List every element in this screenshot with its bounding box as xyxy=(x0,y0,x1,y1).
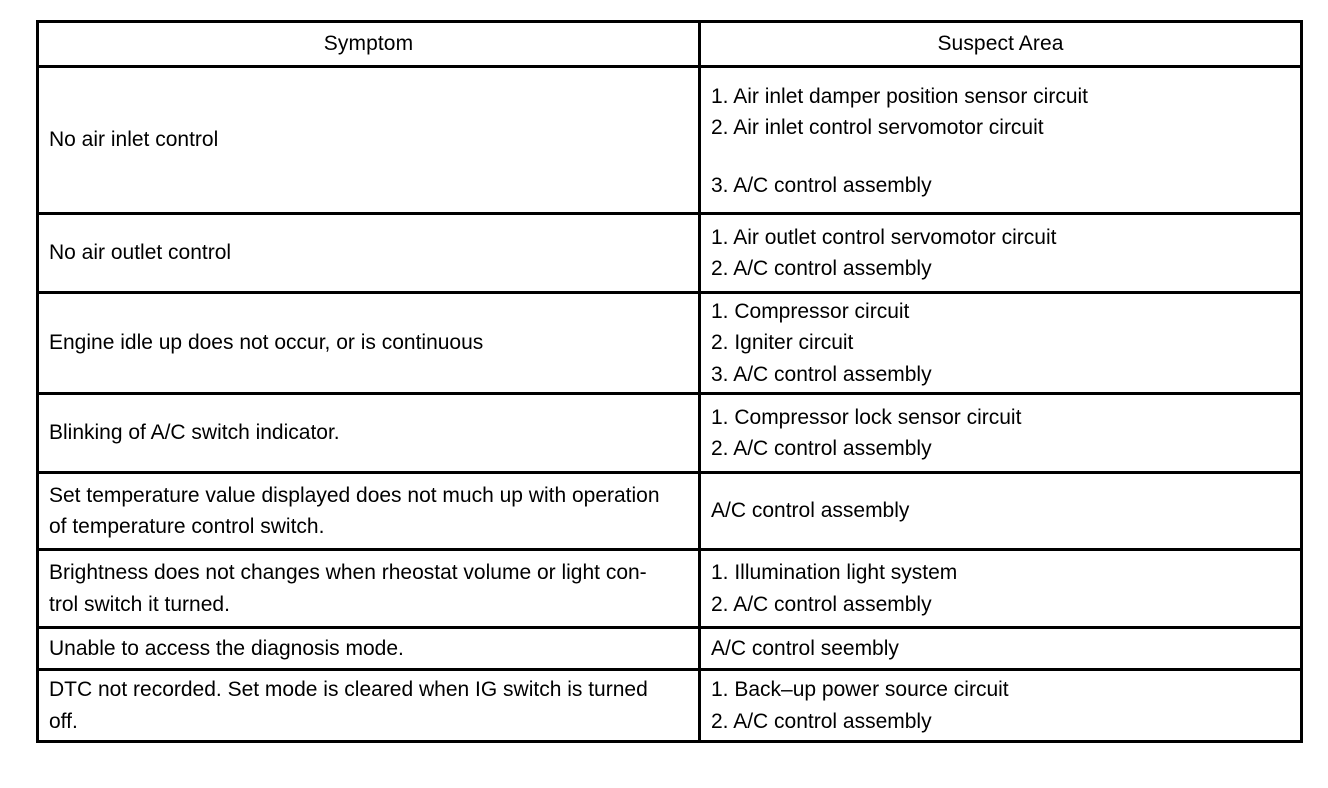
table-body: No air inlet control 1. Air inlet damper… xyxy=(36,65,1303,743)
suspect-area-list: 1. Compressor lock sensor circuit 2. A/C… xyxy=(701,402,1300,465)
cell-symptom: Engine idle up does not occur, or is con… xyxy=(36,291,701,395)
table-row: Set temperature value displayed does not… xyxy=(36,471,1303,551)
suspect-area-list: 1. Air outlet control servomotor circuit… xyxy=(701,222,1300,285)
suspect-area-item: A/C control seembly xyxy=(711,636,899,660)
cell-symptom: Blinking of A/C switch indicator. xyxy=(36,392,701,474)
cell-symptom: No air outlet control xyxy=(36,212,701,294)
cell-suspect-area: 1. Compressor circuit 2. Igniter circuit… xyxy=(698,291,1303,395)
suspect-area-item: 1. Air outlet control servomotor circuit xyxy=(711,225,1057,249)
table-row: Engine idle up does not occur, or is con… xyxy=(36,291,1303,395)
symptom-text: No air inlet control xyxy=(39,124,698,156)
cell-suspect-area: 1. Air outlet control servomotor circuit… xyxy=(698,212,1303,294)
symptom-text: No air outlet control xyxy=(39,237,698,269)
suspect-area-item: 2. Air inlet control servomotor circuit xyxy=(711,116,1044,140)
suspect-area-item: 3. A/C control assembly xyxy=(711,173,932,197)
suspect-area-item: 2. A/C control assembly xyxy=(711,592,932,616)
symptom-text: Blinking of A/C switch indicator. xyxy=(39,417,698,449)
symptom-text: Brightness does not changes when rheosta… xyxy=(39,557,698,620)
suspect-area-item: 1. Illumination light system xyxy=(711,561,958,584)
table-row: No air outlet control 1. Air outlet cont… xyxy=(36,212,1303,294)
symptom-line: Brightness does not changes when rheosta… xyxy=(49,561,647,584)
table-row: Unable to access the diagnosis mode. A/C… xyxy=(36,626,1303,671)
table-row: Brightness does not changes when rheosta… xyxy=(36,548,1303,629)
suspect-area-item: 3. A/C control assembly xyxy=(711,362,932,386)
cell-suspect-area: 1. Back–up power source circuit 2. A/C c… xyxy=(698,668,1303,743)
symptom-line: Unable to access the diagnosis mode. xyxy=(49,636,404,660)
symptom-line: DTC not recorded. Set mode is cleared wh… xyxy=(49,678,648,701)
symptom-text: DTC not recorded. Set mode is cleared wh… xyxy=(39,674,698,737)
suspect-area-list: 1. Compressor circuit 2. Igniter circuit… xyxy=(701,296,1300,391)
cell-symptom: DTC not recorded. Set mode is cleared wh… xyxy=(36,668,701,743)
suspect-area-item: 1. Compressor circuit xyxy=(711,299,910,323)
symptom-text: Set temperature value displayed does not… xyxy=(39,480,698,543)
symptom-line: Engine idle up does not occur, or is con… xyxy=(49,331,484,355)
suspect-area-item: 1. Back–up power source circuit xyxy=(711,678,1009,701)
suspect-area-item-blank xyxy=(711,144,1292,170)
symptom-line: No air inlet control xyxy=(49,128,219,152)
cell-suspect-area: A/C control assembly xyxy=(698,471,1303,551)
suspect-area-list: A/C control assembly xyxy=(701,495,1300,527)
cell-symptom: Set temperature value displayed does not… xyxy=(36,471,701,551)
cell-suspect-area: 1. Illumination light system 2. A/C cont… xyxy=(698,548,1303,629)
symptom-text: Engine idle up does not occur, or is con… xyxy=(39,327,698,359)
symptom-line: No air outlet control xyxy=(49,241,232,265)
symptom-line: Set temperature value displayed does not… xyxy=(49,483,660,507)
cell-symptom: Brightness does not changes when rheosta… xyxy=(36,548,701,629)
suspect-area-item: 2. A/C control assembly xyxy=(711,437,932,460)
suspect-area-item: A/C control assembly xyxy=(711,499,910,523)
table-row: DTC not recorded. Set mode is cleared wh… xyxy=(36,668,1303,743)
symptom-line: off. xyxy=(49,709,78,733)
cell-symptom: No air inlet control xyxy=(36,65,701,215)
suspect-area-item: 2. Igniter circuit xyxy=(711,331,854,355)
cell-suspect-area: 1. Compressor lock sensor circuit 2. A/C… xyxy=(698,392,1303,474)
suspect-area-list: A/C control seembly xyxy=(701,633,1300,665)
column-header-suspect-area: Suspect Area xyxy=(698,20,1303,68)
column-header-suspect-area-label: Suspect Area xyxy=(937,32,1064,55)
cell-suspect-area: 1. Air inlet damper position sensor circ… xyxy=(698,65,1303,215)
column-header-symptom: Symptom xyxy=(36,20,701,68)
suspect-area-item: 1. Air inlet damper position sensor circ… xyxy=(711,84,1089,108)
suspect-area-list: 1. Illumination light system 2. A/C cont… xyxy=(701,557,1300,620)
header-row: Symptom Suspect Area xyxy=(36,20,1303,68)
symptom-line: Blinking of A/C switch indicator. xyxy=(49,421,340,445)
symptom-text: Unable to access the diagnosis mode. xyxy=(39,633,698,665)
table-row: No air inlet control 1. Air inlet damper… xyxy=(36,65,1303,215)
suspect-area-item: 2. A/C control assembly xyxy=(711,257,932,280)
cell-symptom: Unable to access the diagnosis mode. xyxy=(36,626,701,671)
symptom-line: of temperature control switch. xyxy=(49,515,325,538)
column-header-symptom-label: Symptom xyxy=(323,32,414,55)
cell-suspect-area: A/C control seembly xyxy=(698,626,1303,671)
table-header: Symptom Suspect Area xyxy=(36,20,1303,68)
troubleshooting-table: Symptom Suspect Area No air inlet contro… xyxy=(36,20,1303,743)
suspect-area-list: 1. Air inlet damper position sensor circ… xyxy=(701,79,1300,202)
symptom-line: trol switch it turned. xyxy=(49,592,230,616)
suspect-area-item: 1. Compressor lock sensor circuit xyxy=(711,405,1022,429)
table-row: Blinking of A/C switch indicator. 1. Com… xyxy=(36,392,1303,474)
suspect-area-list: 1. Back–up power source circuit 2. A/C c… xyxy=(701,674,1300,737)
suspect-area-item: 2. A/C control assembly xyxy=(711,709,932,733)
